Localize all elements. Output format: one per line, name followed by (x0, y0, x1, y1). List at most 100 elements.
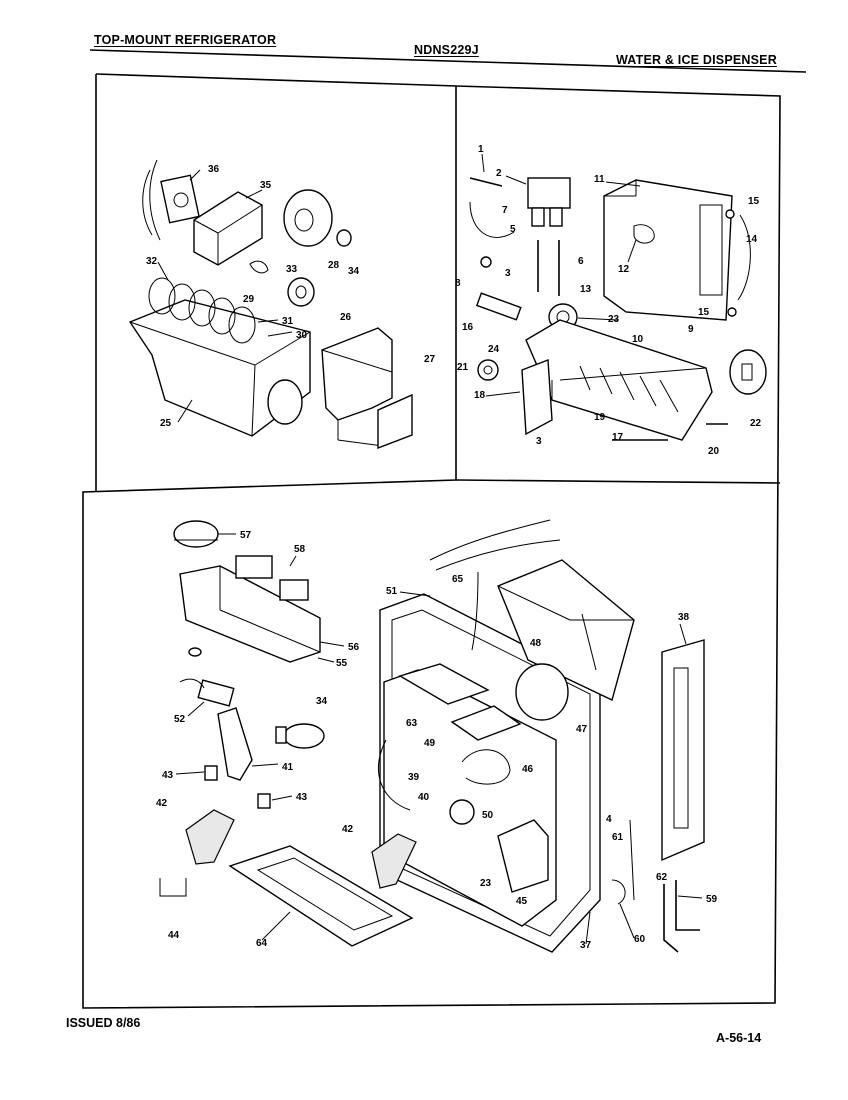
page-code: A-56-14 (716, 1031, 762, 1045)
part-47-ice-chute (497, 559, 635, 701)
part-7-tube (469, 201, 515, 238)
callout-59: 59 (706, 894, 718, 905)
callout-41: 41 (282, 762, 294, 773)
part-39-wire (377, 739, 411, 811)
part-18-bracket (521, 359, 553, 436)
callout-61: 61 (612, 832, 624, 843)
part-51-harness (429, 519, 561, 571)
panel-water-valve (469, 177, 767, 441)
part-65-tube (471, 571, 479, 651)
part-30-lead (267, 331, 293, 337)
callout-12: 12 (618, 264, 630, 275)
callout-51: 51 (386, 586, 398, 597)
callout-57: 57 (240, 530, 252, 541)
part-56-housing (179, 565, 321, 663)
part-63-plate (398, 663, 490, 705)
callout-40: 40 (418, 792, 430, 803)
part-25-mold (128, 299, 311, 437)
callout-15b: 15 (698, 307, 710, 318)
callout-48: 48 (530, 638, 542, 649)
part-59-tube (675, 880, 700, 931)
part-1-screw (469, 177, 503, 187)
callout-47: 47 (576, 724, 588, 735)
panel-frames (82, 73, 781, 1009)
part-36-motor (142, 159, 200, 241)
callout-38: 38 (678, 612, 690, 623)
callout-6: 6 (578, 256, 584, 267)
callout-42a: 42 (156, 798, 168, 809)
callout-34b: 34 (316, 696, 328, 707)
callout-18: 18 (474, 390, 486, 401)
part-61-tube (629, 819, 635, 901)
part-57-thermostat (173, 520, 219, 548)
callout-58: 58 (294, 544, 306, 555)
callout-10: 10 (632, 334, 644, 345)
callout-55: 55 (336, 658, 348, 669)
part-48-flapper (515, 663, 569, 721)
callout-60: 60 (634, 934, 646, 945)
part-35-cover (193, 191, 263, 266)
callout-labels: 1 2 3 3 4 5 6 7 8 9 10 11 12 13 14 15 15… (146, 144, 762, 951)
callout-8: 8 (455, 278, 461, 289)
part-14-wire (737, 214, 751, 301)
callout-43a: 43 (162, 770, 174, 781)
callout-31: 31 (282, 316, 294, 327)
callout-30: 30 (296, 330, 308, 341)
part-8-nut (480, 256, 492, 268)
callout-37: 37 (580, 940, 592, 951)
part-29-clip (249, 260, 269, 274)
callout-15a: 15 (748, 196, 760, 207)
leader-lines (157, 153, 703, 945)
callout-27: 27 (424, 354, 436, 365)
callout-33: 33 (286, 264, 298, 275)
callout-22: 22 (750, 418, 762, 429)
part-16-tube (475, 292, 522, 321)
part-33-cam (283, 189, 333, 247)
part-washer (188, 647, 202, 657)
callout-13: 13 (580, 284, 592, 295)
callout-65: 65 (452, 574, 464, 585)
part-26-chute (321, 327, 393, 447)
callout-43b: 43 (296, 792, 308, 803)
part-38-side-panel (661, 639, 705, 862)
callout-39: 39 (408, 772, 420, 783)
callout-5: 5 (510, 224, 516, 235)
callout-21: 21 (457, 362, 469, 373)
part-44-clip (159, 878, 187, 897)
callout-2: 2 (496, 168, 502, 179)
header-rule (89, 49, 807, 73)
part-27-bracket (377, 393, 413, 450)
part-62-heater (663, 884, 679, 953)
callout-36: 36 (208, 164, 220, 175)
callout-45: 45 (516, 896, 528, 907)
part-28-gear (287, 277, 315, 307)
callout-24: 24 (488, 344, 500, 355)
part-50-motor (449, 799, 475, 825)
model-number: NDNS229J (414, 43, 479, 57)
part-34-gear (336, 229, 352, 247)
callout-11: 11 (594, 174, 605, 185)
callout-28: 28 (328, 260, 340, 271)
callout-29: 29 (243, 294, 255, 305)
part-52-lamp-socket (179, 678, 235, 707)
panel-dispenser (159, 519, 705, 953)
callout-20: 20 (708, 446, 720, 457)
callout-34a: 34 (348, 266, 360, 277)
callout-32: 32 (146, 256, 158, 267)
panel-ice-maker (128, 159, 413, 450)
section-title: WATER & ICE DISPENSER (616, 53, 777, 67)
callout-26: 26 (340, 312, 352, 323)
part-46-solenoid (461, 749, 511, 785)
callout-19: 19 (594, 412, 606, 423)
part-54-bulb (275, 723, 325, 749)
part-45-cover (497, 819, 549, 893)
part-60-elbow (611, 879, 626, 905)
callout-35: 35 (260, 180, 272, 191)
callout-50: 50 (482, 810, 494, 821)
part-43-clips (204, 765, 271, 809)
callout-3: 3 (505, 268, 511, 279)
part-32-heater-coil (148, 277, 256, 344)
callout-46: 46 (522, 764, 534, 775)
callout-49: 49 (424, 738, 436, 749)
callout-7: 7 (502, 205, 508, 216)
